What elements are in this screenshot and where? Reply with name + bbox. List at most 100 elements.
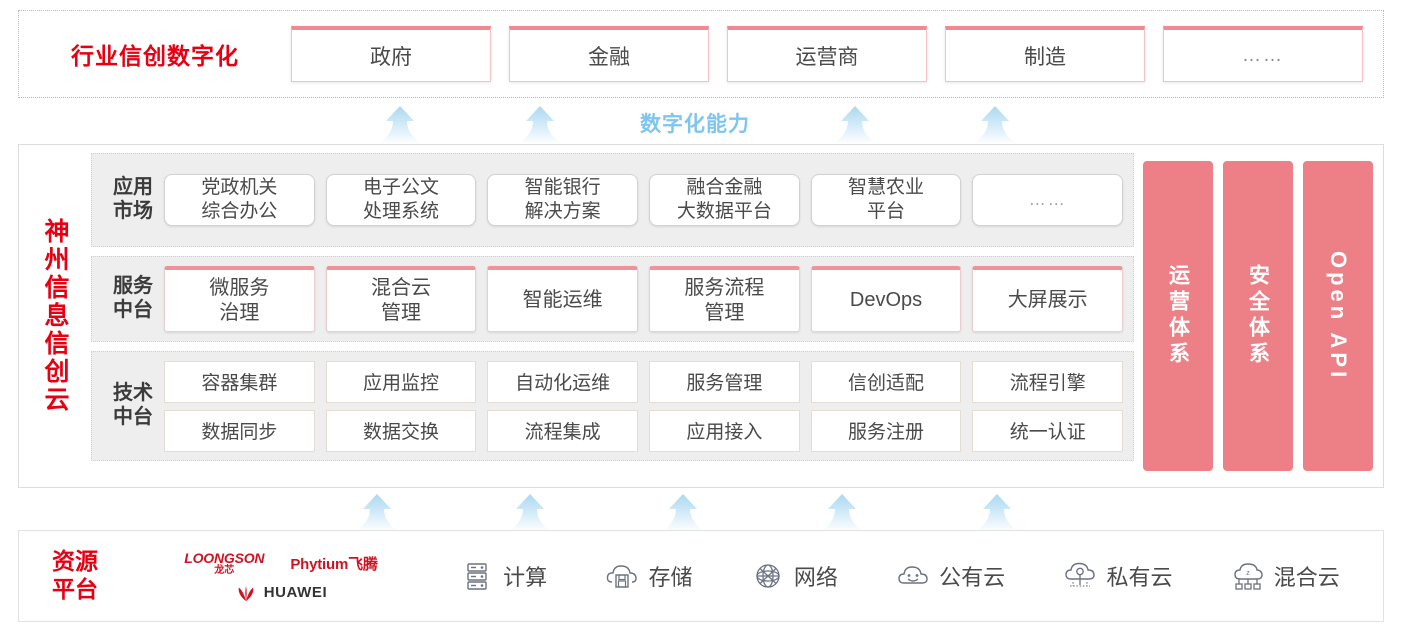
industry-band: 行业信创数字化 政府 金融 运营商 制造 …… <box>18 10 1384 98</box>
resource-item-public-cloud[interactable]: 公有云 <box>896 560 1005 592</box>
server-icon <box>467 563 487 590</box>
pillar-label: Open API <box>1326 250 1351 382</box>
tech-card-row: 容器集群 应用监控 自动化运维 服务管理 信创适配 流程引擎 <box>164 360 1124 403</box>
card-line: 大屏展示 <box>1007 289 1088 311</box>
card-line: 智能银行 <box>524 176 601 198</box>
industry-band-title: 行业信创数字化 <box>71 43 239 69</box>
app-card-finance-bigdata[interactable]: 融合金融 大数据平台 <box>649 174 800 226</box>
svg-text:z: z <box>1246 570 1250 577</box>
industry-card-finance[interactable]: 金融 <box>509 26 709 82</box>
hybrid-cloud-icon: z <box>1234 563 1263 590</box>
industry-card-manufacturing[interactable]: 制造 <box>945 26 1145 82</box>
public-cloud-icon <box>898 566 928 584</box>
up-arrow-icon <box>508 494 552 532</box>
layer-label-line: 中台 <box>113 406 153 428</box>
tech-card-service-registry[interactable]: 服务注册 <box>810 409 962 452</box>
resource-item-label: 私有云 <box>1106 565 1173 590</box>
up-arrow-icon <box>661 494 705 532</box>
resource-item-private-cloud[interactable]: 私有云 <box>1063 560 1172 592</box>
cloud-platform-title: 神州信息信创云 <box>41 218 69 414</box>
layer-label-tech-platform: 技术 中台 <box>102 382 164 429</box>
tech-card-automated-ops[interactable]: 自动化运维 <box>487 360 639 403</box>
vendor-logo-row: HUAWEI <box>235 584 328 602</box>
network-icon <box>756 564 780 588</box>
card-line: 混合云 <box>371 276 431 299</box>
resource-platform-box: 资源 平台 LOONGSON 龙芯 Phytium飞腾 HUAWEI <box>18 530 1384 622</box>
phytium-logo: Phytium飞腾 <box>290 555 378 573</box>
app-card-e-document[interactable]: 电子公文 处理系统 <box>325 174 477 226</box>
card-line: 管理 <box>704 301 745 324</box>
tech-card-process-engine[interactable]: 流程引擎 <box>972 360 1124 403</box>
pillar-label: 安全体系 <box>1246 264 1270 368</box>
tech-card-app-access[interactable]: 应用接入 <box>649 409 800 452</box>
up-arrow-icon <box>975 494 1019 532</box>
private-cloud-icon <box>1065 562 1096 587</box>
app-market-card-list: 党政机关 综合办公 电子公文 处理系统 智能银行 解决方案 融合金融 <box>164 174 1124 226</box>
tech-card-process-integration[interactable]: 流程集成 <box>487 409 639 452</box>
card-line: 智慧农业 <box>848 176 925 198</box>
industry-card-government[interactable]: 政府 <box>291 26 491 82</box>
card-line: 治理 <box>219 301 260 324</box>
resource-item-storage[interactable]: 存储 <box>605 560 693 592</box>
app-card-smart-agriculture[interactable]: 智慧农业 平台 <box>810 174 962 226</box>
tech-card-row: 数据同步 数据交换 流程集成 应用接入 服务注册 统一认证 <box>164 409 1124 452</box>
service-card-intelligent-ops[interactable]: 智能运维 <box>487 266 639 332</box>
resource-item-hybrid-cloud[interactable]: z 混合云 <box>1231 560 1340 592</box>
resource-item-compute[interactable]: 计算 <box>460 560 547 592</box>
service-card-dashboard[interactable]: 大屏展示 <box>972 266 1124 332</box>
card-line: 微服务 <box>209 276 270 299</box>
resource-arrow-band <box>0 488 1402 532</box>
resource-item-network[interactable]: 网络 <box>751 560 838 592</box>
pillar-operations-system[interactable]: 运营体系 <box>1143 161 1213 471</box>
card-line: 处理系统 <box>363 201 440 222</box>
up-arrow-icon <box>378 106 422 144</box>
tech-card-service-mgmt[interactable]: 服务管理 <box>649 360 800 403</box>
layer-tech-platform: 技术 中台 容器集群 应用监控 自动化运维 服务管理 信创适配 流程引擎 <box>91 351 1134 461</box>
industry-card-operator[interactable]: 运营商 <box>727 26 927 82</box>
card-line: 综合办公 <box>201 201 278 222</box>
resource-item-list: 计算 存储 <box>431 560 1383 592</box>
tech-card-data-exchange[interactable]: 数据交换 <box>325 409 477 452</box>
tech-card-unified-auth[interactable]: 统一认证 <box>972 409 1124 452</box>
resource-title-line: 资源 <box>52 548 98 575</box>
layer-service-platform: 服务 中台 微服务 治理 混合云 管理 智能运维 <box>91 256 1134 342</box>
service-card-hybrid-cloud-mgmt[interactable]: 混合云 管理 <box>325 266 477 332</box>
loongson-logo-text: LOONGSON <box>184 549 265 566</box>
tech-card-app-monitoring[interactable]: 应用监控 <box>325 360 477 403</box>
app-card-smart-bank[interactable]: 智能银行 解决方案 <box>487 174 639 226</box>
layer-stack: 应用 市场 党政机关 综合办公 电子公文 处理系统 智能银行 <box>91 153 1134 479</box>
industry-card-more[interactable]: …… <box>1163 26 1363 82</box>
tech-card-data-sync[interactable]: 数据同步 <box>164 409 315 452</box>
huawei-logo-text: HUAWEI <box>263 584 328 601</box>
app-card-government-office[interactable]: 党政机关 综合办公 <box>164 174 315 226</box>
loongson-logo: LOONGSON 龙芯 <box>184 551 264 576</box>
capability-label: 数字化能力 <box>640 113 750 136</box>
card-line: DevOps <box>849 289 923 311</box>
layer-app-market: 应用 市场 党政机关 综合办公 电子公文 处理系统 智能银行 <box>91 153 1134 247</box>
card-line: 党政机关 <box>201 176 278 198</box>
resource-item-label: 混合云 <box>1273 565 1340 590</box>
pillar-group: 运营体系 安全体系 Open API <box>1143 153 1373 479</box>
resource-item-label: 计算 <box>503 565 548 590</box>
up-arrow-icon <box>820 494 864 532</box>
service-card-process-mgmt[interactable]: 服务流程 管理 <box>649 266 800 332</box>
up-arrow-icon <box>973 106 1017 144</box>
cloud-platform-box: 神州信息信创云 应用 市场 党政机关 综合办公 电子公文 <box>18 144 1384 488</box>
vendor-logo-row: LOONGSON 龙芯 Phytium飞腾 <box>184 551 378 576</box>
layer-label-line: 市场 <box>113 200 153 222</box>
card-line: 融合金融 <box>686 176 763 198</box>
cloud-storage-icon <box>607 565 638 588</box>
huawei-logo: HUAWEI <box>235 584 328 602</box>
service-card-microservice-governance[interactable]: 微服务 治理 <box>164 266 315 332</box>
service-card-devops[interactable]: DevOps <box>810 266 962 332</box>
pillar-security-system[interactable]: 安全体系 <box>1223 161 1293 471</box>
tech-card-xinchuang-adaptation[interactable]: 信创适配 <box>810 360 962 403</box>
tech-card-container-cluster[interactable]: 容器集群 <box>164 360 315 403</box>
card-line: 管理 <box>381 301 421 324</box>
resource-platform-title: 资源 平台 <box>19 548 131 603</box>
pillar-open-api[interactable]: Open API <box>1303 161 1373 471</box>
huawei-flower-icon <box>238 585 254 601</box>
up-arrow-icon <box>518 106 562 144</box>
app-card-more[interactable]: …… <box>972 174 1124 226</box>
